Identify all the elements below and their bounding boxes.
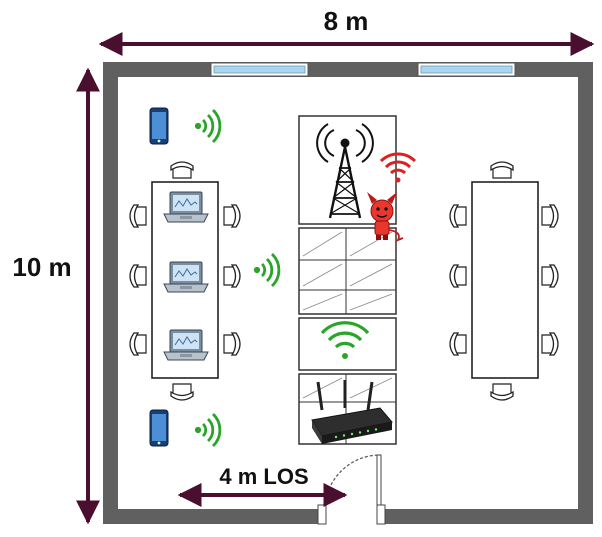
laptop-icon (163, 191, 209, 223)
laptop-icon (163, 329, 209, 361)
wifi-signal-icon (193, 412, 222, 448)
cell-tower-icon (316, 123, 374, 219)
devil-icon (367, 192, 404, 242)
window-right (417, 62, 516, 77)
attacker-wifi-signal-icon (379, 152, 417, 183)
wifi-router-icon (311, 380, 393, 444)
conference-table-right (449, 161, 559, 401)
cabinet-glass-hatching (302, 231, 393, 399)
central-cabinet (298, 115, 397, 445)
door (317, 454, 386, 525)
width-label: 8 m (324, 6, 369, 36)
window-left (210, 62, 309, 77)
smartphone-icon (149, 107, 169, 145)
wifi-signal-icon (252, 252, 281, 288)
laptop-icon (163, 261, 209, 293)
height-label: 10 m (12, 252, 71, 282)
wifi-router-signal-icon (320, 321, 370, 359)
los-label: 4 m LOS (219, 464, 308, 489)
wifi-signal-icon (193, 108, 222, 144)
smartphone-icon (149, 409, 169, 447)
